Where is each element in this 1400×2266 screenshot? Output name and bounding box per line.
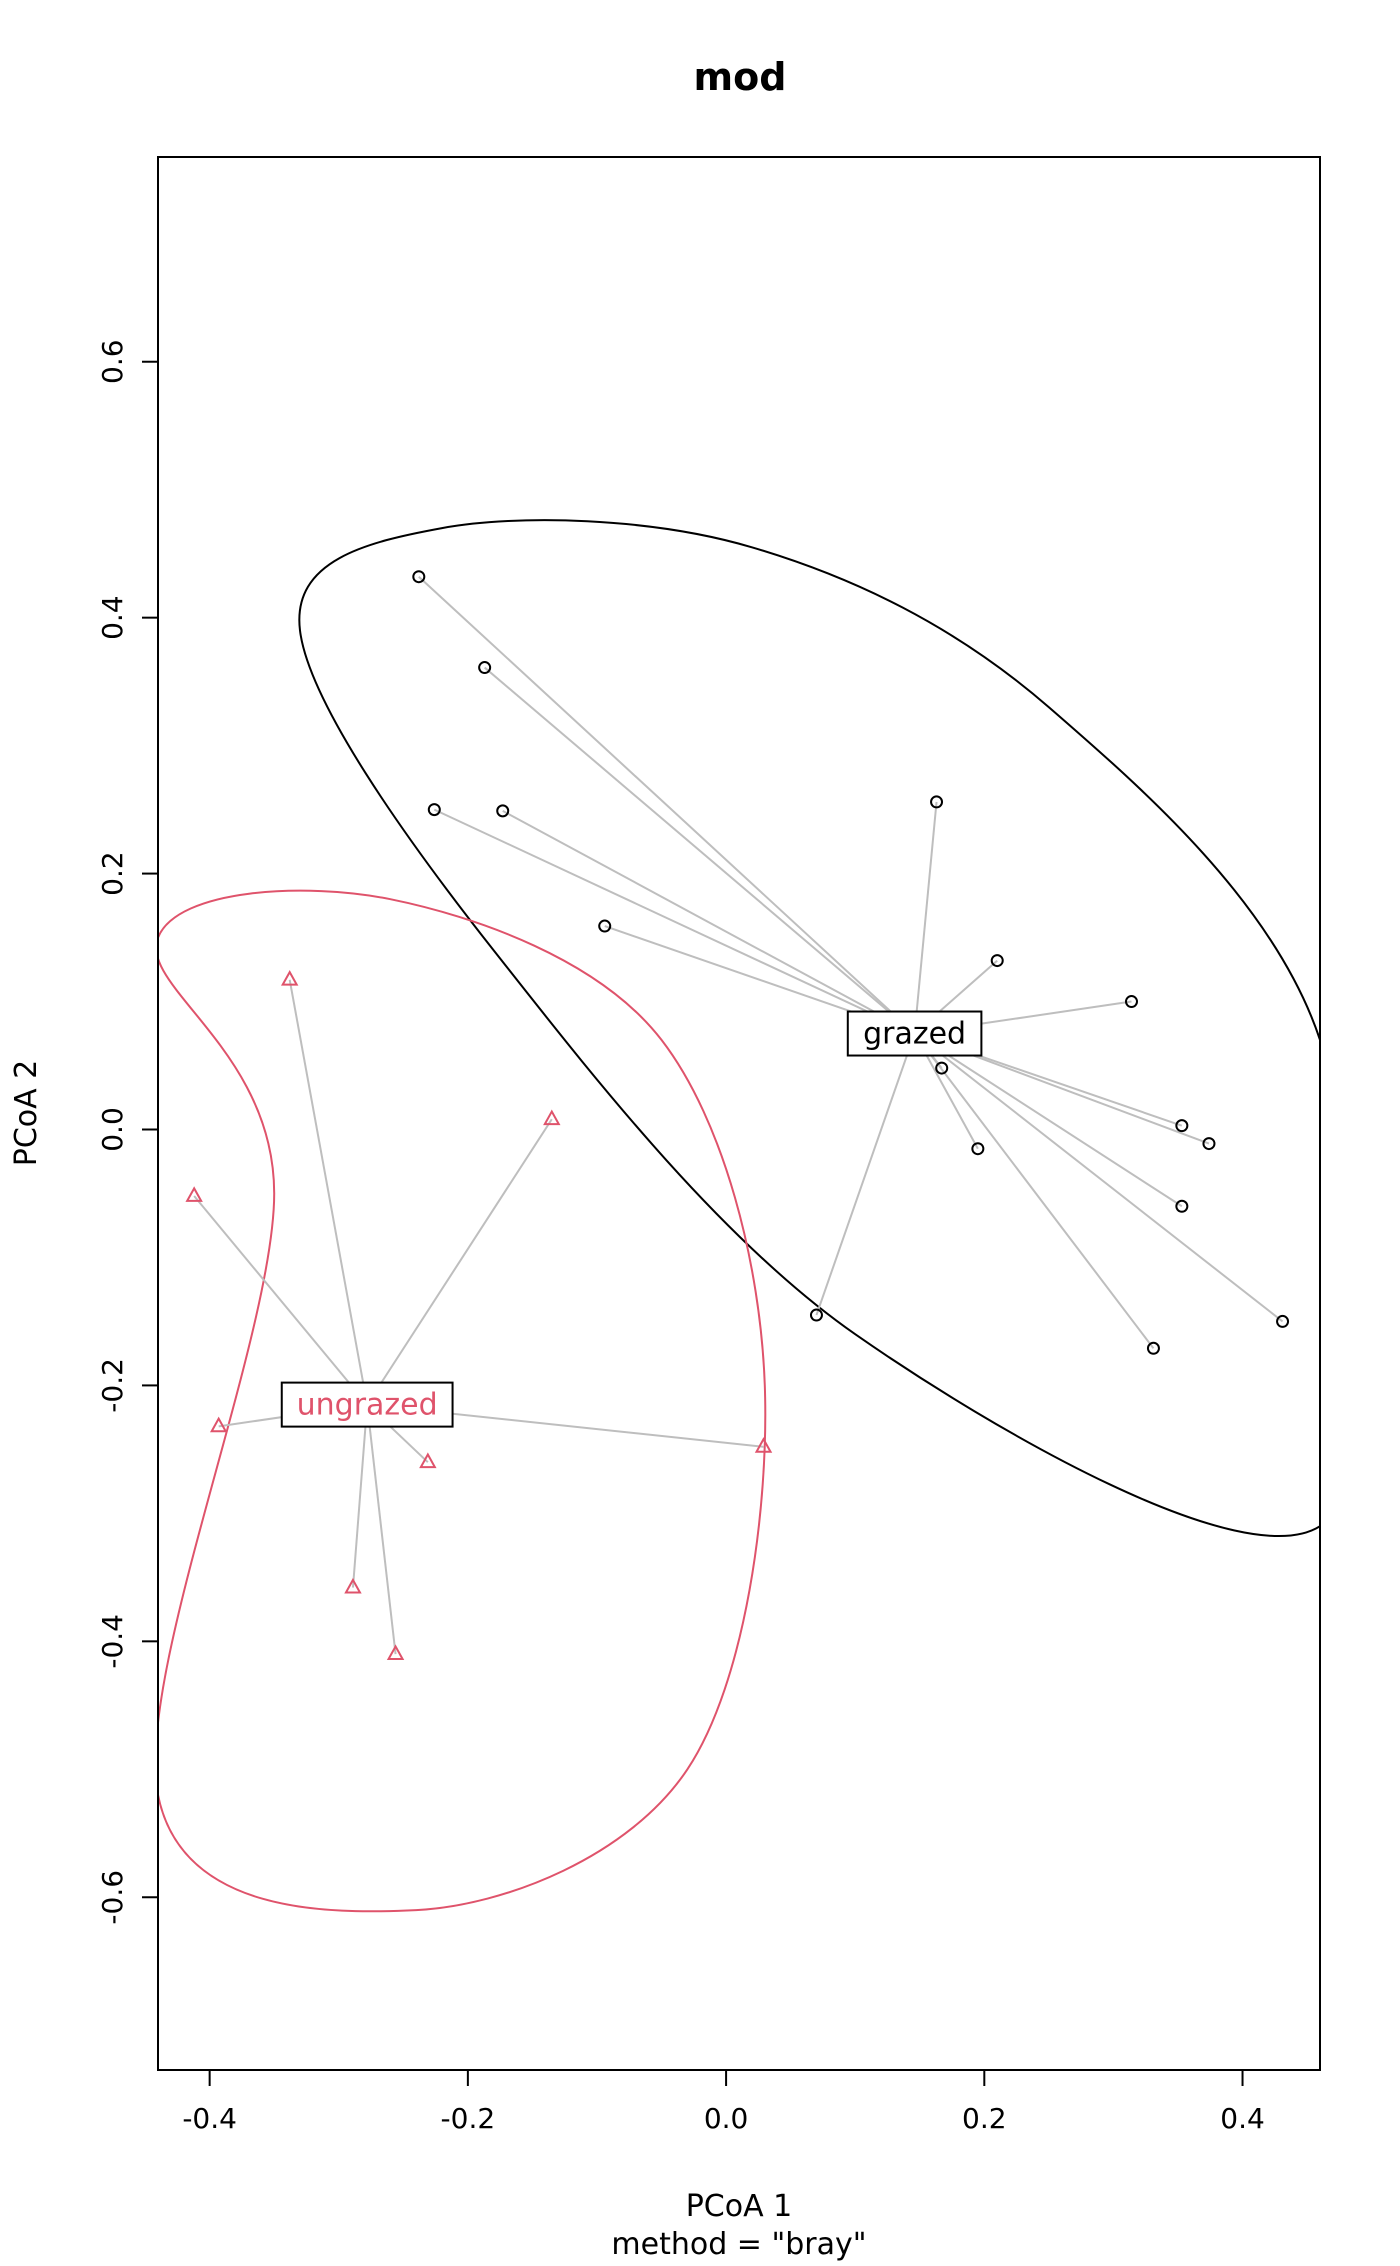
spoke-grazed-1: [484, 666, 916, 1035]
point-grazed-9: [1175, 1119, 1189, 1133]
x-tick-label-0: -0.4: [182, 2102, 237, 2135]
point-grazed-11: [971, 1142, 985, 1156]
point-grazed-4: [598, 919, 612, 933]
spoke-ungrazed-1: [366, 1118, 553, 1406]
spoke-grazed-12: [914, 1032, 1183, 1208]
ellipses: [158, 519, 1320, 1913]
point-ungrazed-2: [185, 1186, 203, 1202]
point-grazed-15: [1276, 1314, 1290, 1328]
y-tick-label-6: 0.6: [96, 339, 129, 384]
point-grazed-1: [478, 661, 492, 675]
spoke-grazed-15: [913, 1032, 1284, 1323]
point-grazed-8: [935, 1061, 949, 1075]
spokes: [193, 575, 1284, 1655]
point-ungrazed-3: [209, 1416, 228, 1433]
y-axis: -0.6 -0.4 -0.2 0.0 0.2 0.4 0.6: [96, 339, 159, 1925]
point-grazed-3: [496, 804, 510, 818]
centroid-box-grazed: [846, 1010, 983, 1057]
spoke-grazed-0: [418, 575, 916, 1035]
centroid-labels: grazed ungrazed: [280, 1010, 983, 1428]
point-grazed-0: [412, 570, 426, 584]
spoke-ungrazed-0: [288, 979, 369, 1405]
y-tick-label-5: 0.4: [96, 595, 129, 640]
x-tick-label-4: 0.4: [1220, 2102, 1265, 2135]
point-ungrazed-4: [419, 1452, 437, 1469]
spoke-grazed-13: [815, 1033, 916, 1316]
x-tick-label-3: 0.2: [962, 2102, 1007, 2135]
spoke-ungrazed-6: [351, 1404, 369, 1588]
y-tick-label-2: -0.2: [96, 1358, 129, 1413]
chart-title: mod: [694, 55, 787, 99]
ellipse-grazed: [298, 519, 1320, 1537]
point-ungrazed-0: [280, 970, 299, 986]
x-tick-label-2: 0.0: [704, 2102, 749, 2135]
point-grazed-14: [1146, 1341, 1160, 1355]
data-points: [185, 570, 1290, 1661]
spoke-ungrazed-2: [193, 1195, 368, 1406]
centroid-box-ungrazed: [280, 1381, 454, 1428]
y-tick-label-1: -0.4: [96, 1614, 129, 1669]
point-ungrazed-6: [344, 1577, 362, 1594]
centroid-label-grazed: grazed: [863, 1017, 966, 1052]
spoke-grazed-2: [433, 808, 916, 1035]
point-grazed-2: [427, 803, 441, 817]
spoke-grazed-3: [502, 809, 916, 1035]
x-axis-label: PCoA 1: [686, 2189, 793, 2224]
point-grazed-7: [1124, 995, 1138, 1009]
point-ungrazed-5: [754, 1437, 773, 1453]
x-axis: -0.4 -0.2 0.0 0.2 0.4: [182, 2069, 1265, 2135]
centroid-label-ungrazed: ungrazed: [297, 1388, 438, 1423]
point-grazed-6: [990, 954, 1004, 968]
point-ungrazed-1: [543, 1109, 561, 1126]
spoke-grazed-5: [913, 801, 938, 1034]
y-tick-label-3: 0.0: [96, 1107, 129, 1152]
y-axis-label: PCoA 2: [9, 1060, 44, 1167]
point-grazed-5: [930, 795, 944, 809]
point-grazed-13: [809, 1308, 823, 1322]
spoke-grazed-14: [913, 1032, 1155, 1349]
point-ungrazed-7: [386, 1644, 405, 1661]
x-tick-label-1: -0.2: [441, 2102, 496, 2135]
point-grazed-10: [1202, 1137, 1216, 1151]
spoke-ungrazed-7: [366, 1404, 397, 1655]
y-tick-label-4: 0.2: [96, 851, 129, 896]
y-tick-label-0: -0.6: [96, 1870, 129, 1925]
point-grazed-12: [1175, 1199, 1189, 1213]
ellipse-ungrazed: [158, 889, 767, 1913]
x-axis-sublabel: method = "bray": [611, 2227, 866, 2262]
